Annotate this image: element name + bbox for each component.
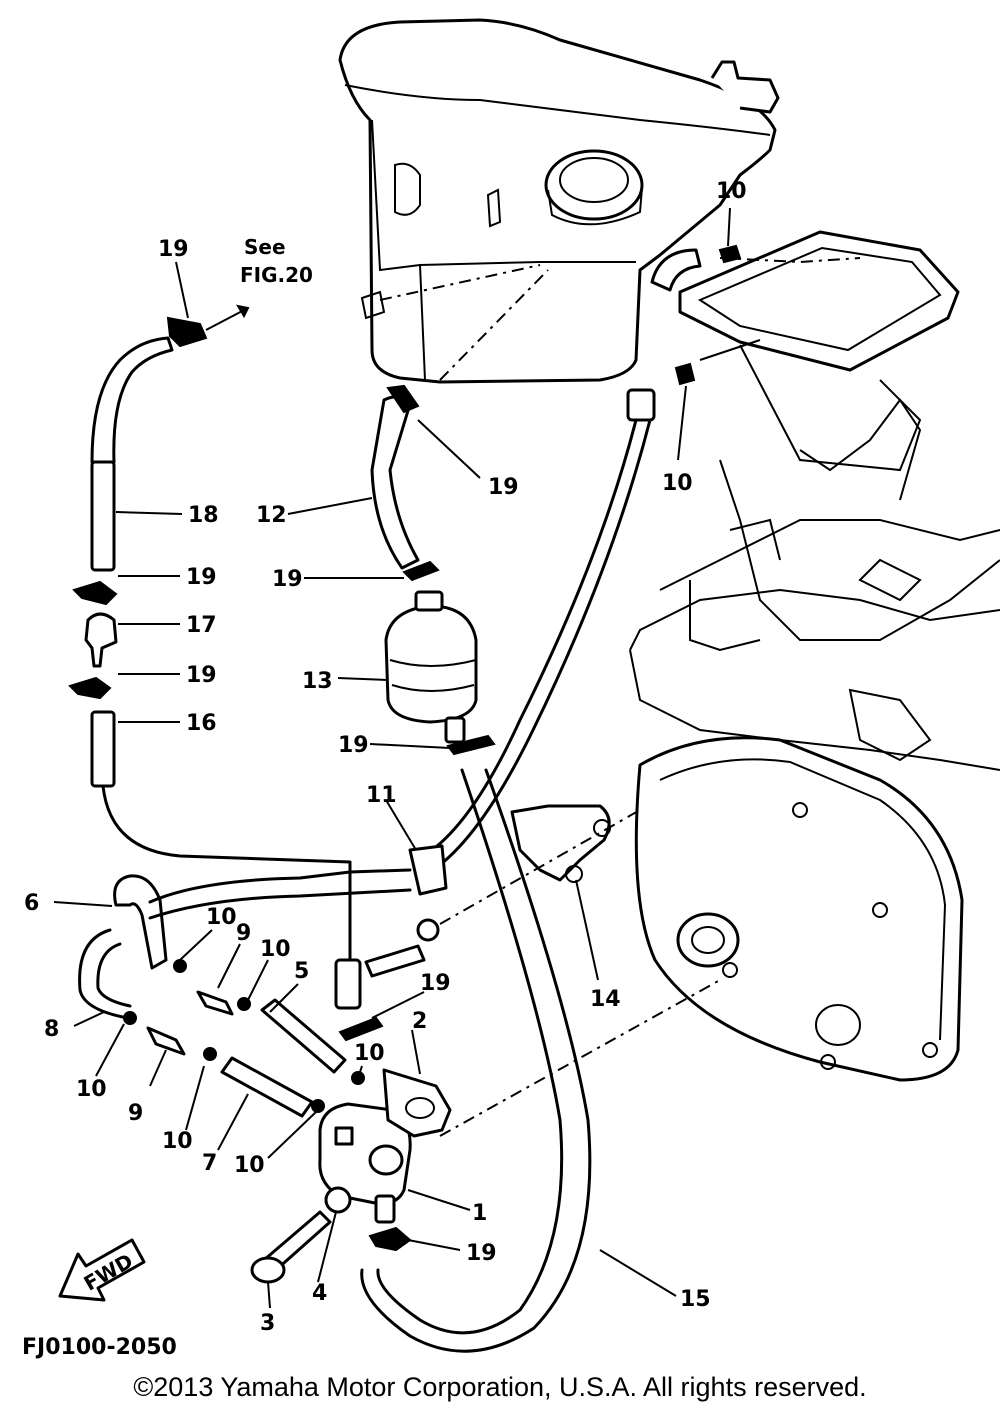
callout-1: 1 [472, 1201, 487, 1226]
callout-10: 10 [234, 1153, 265, 1178]
see-note-line1: See [244, 235, 286, 259]
washer-4 [324, 1186, 352, 1214]
hose-18-bend [90, 336, 174, 464]
clamp-19-cock [338, 1016, 384, 1042]
callout-2: 2 [412, 1009, 427, 1034]
clamp-19-bottom [368, 1226, 412, 1252]
clamp-19-filter-bottom [446, 734, 496, 756]
callout-16: 16 [186, 711, 217, 736]
callout-10: 10 [662, 471, 693, 496]
callout-13: 13 [302, 669, 333, 694]
callout-4: 4 [312, 1281, 327, 1306]
clamp-19-tank [386, 384, 420, 414]
callout-10: 10 [76, 1077, 107, 1102]
gasket-2 [382, 1068, 452, 1138]
callout-5: 5 [294, 959, 309, 984]
callout-6: 6 [24, 891, 39, 916]
callout-19: 19 [338, 733, 369, 758]
callout-10: 10 [260, 937, 291, 962]
see-note-line2: FIG.20 [240, 263, 313, 287]
leader-lines [53, 207, 731, 1309]
callout-12: 12 [256, 503, 287, 528]
fitting-9a [196, 990, 234, 1016]
fuel-cock-1 [250, 1068, 452, 1284]
air-filter-box [678, 230, 960, 472]
fitting-17 [84, 612, 118, 668]
callout-19: 19 [272, 567, 303, 592]
engine-block [629, 398, 1000, 802]
callout-8: 8 [44, 1017, 59, 1042]
fitting-9b [146, 1026, 186, 1056]
callout-19: 19 [186, 565, 217, 590]
fuel-tank [338, 18, 780, 384]
callout-14: 14 [590, 987, 621, 1012]
callout-10: 10 [716, 179, 747, 204]
callout-11: 11 [366, 783, 397, 808]
hoses [78, 248, 702, 1353]
callout-10: 10 [162, 1129, 193, 1154]
clamp-19-b [68, 676, 112, 700]
callout-19: 19 [488, 475, 519, 500]
callout-9: 9 [128, 1101, 143, 1126]
callout-3: 3 [260, 1311, 275, 1336]
callout-19: 19 [420, 971, 451, 996]
clamp-19-top [166, 316, 208, 348]
clamp-19-a [72, 580, 118, 606]
hose-5 [260, 998, 347, 1074]
callout-10: 10 [206, 905, 237, 930]
clamp-19-filter-top [402, 560, 440, 582]
reference-code: FJ0100-2050 [22, 1335, 177, 1360]
clamps [68, 244, 742, 1252]
hose-6 [113, 874, 168, 970]
callout-18: 18 [188, 503, 219, 528]
callout-7: 7 [202, 1151, 217, 1176]
callout-9: 9 [236, 921, 251, 946]
crankcase-cover [634, 736, 964, 1082]
hose-7 [220, 1056, 314, 1118]
hose-18 [90, 460, 116, 572]
fwd-arrow: FWD [58, 1238, 146, 1302]
callout-19: 19 [186, 663, 217, 688]
callout-10: 10 [354, 1041, 385, 1066]
callout-19: 19 [466, 1241, 497, 1266]
clip-11 [408, 844, 448, 896]
hose-12 [370, 395, 420, 570]
callout-17: 17 [186, 613, 217, 638]
hose-16 [90, 710, 116, 788]
copyright-notice: ©2013 Yamaha Motor Corporation, U.S.A. A… [133, 1372, 867, 1402]
fuel-filter-13 [384, 590, 478, 744]
callout-15: 15 [680, 1287, 711, 1312]
bracket-14 [364, 804, 721, 1137]
callout-19: 19 [158, 237, 189, 262]
